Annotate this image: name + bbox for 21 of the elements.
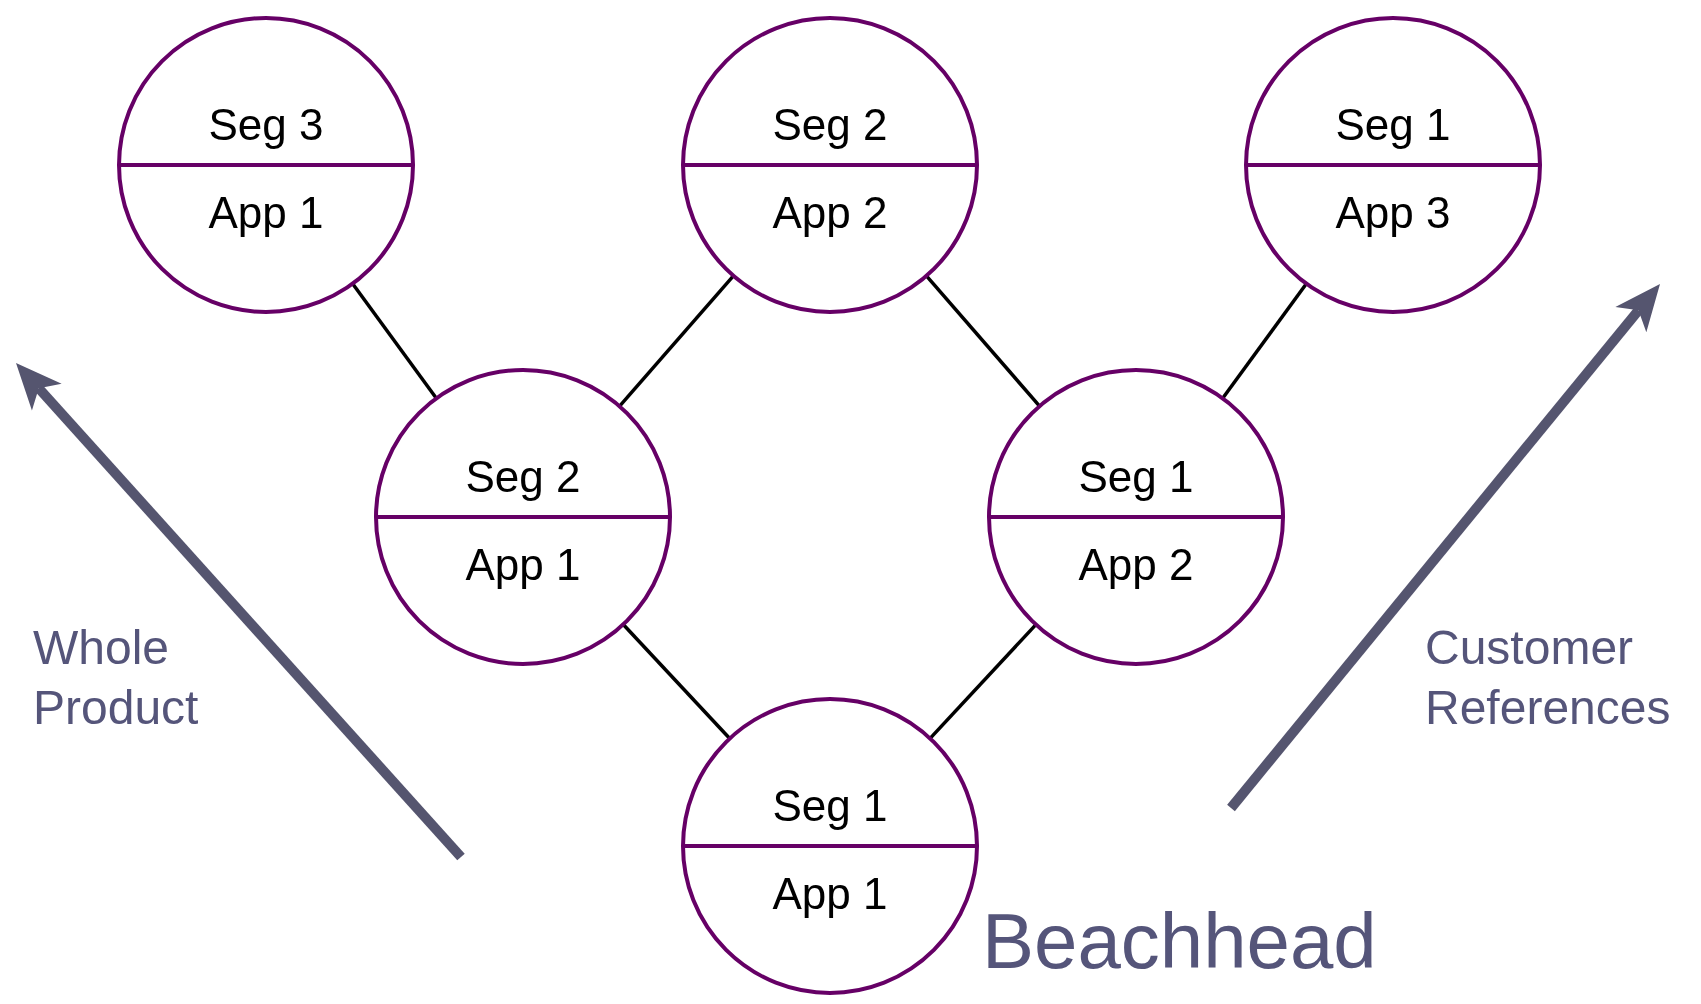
connector-line [1221,282,1308,400]
connector-line [925,274,1041,408]
connector-line [618,274,735,408]
segment-label: Seg 3 [207,103,325,147]
direction-label: Whole Product [33,620,200,736]
segment-label: Seg 2 [464,455,582,499]
segment-label: Seg 1 [771,784,889,828]
connector-line [622,623,731,740]
application-label: App 3 [1334,191,1452,235]
segment-label: Seg 2 [771,103,889,147]
application-label: App 1 [464,543,582,587]
application-label: App 1 [207,191,325,235]
connector-line [351,282,438,400]
application-label: App 1 [771,872,889,916]
connector-line [928,623,1038,740]
beachhead-label: Beachhead [982,902,1377,980]
segment-label: Seg 1 [1077,455,1195,499]
application-label: App 2 [1077,543,1195,587]
segment-label: Seg 1 [1334,103,1452,147]
application-label: App 2 [771,191,889,235]
direction-label: Customer References [1425,620,1672,736]
